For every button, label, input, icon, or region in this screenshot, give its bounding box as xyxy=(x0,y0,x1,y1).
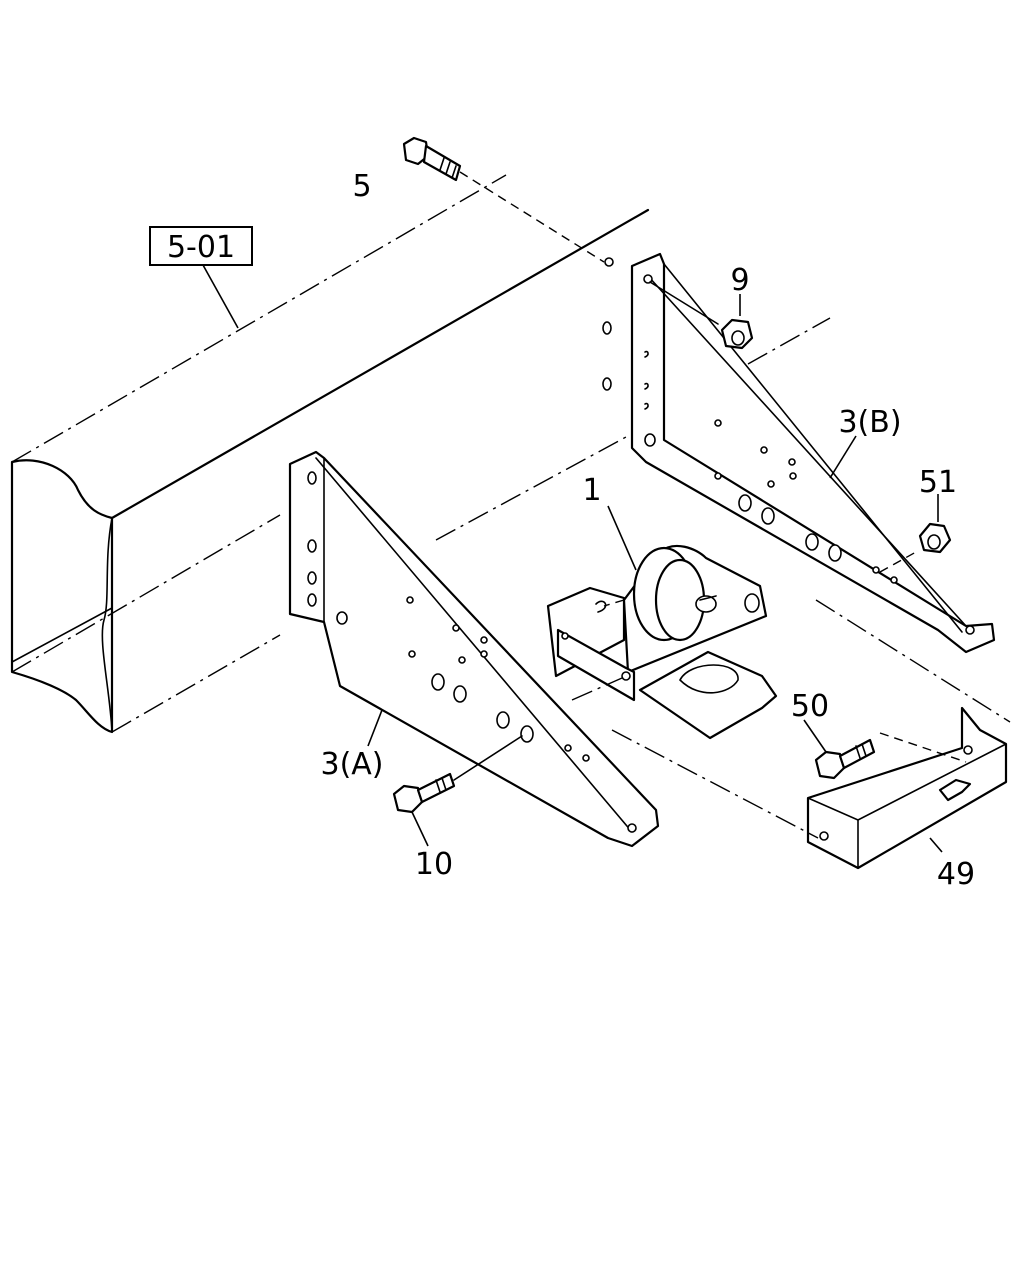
callout-leaders xyxy=(367,294,943,853)
center-line xyxy=(747,317,831,365)
reference-label: 5-01 xyxy=(167,230,235,265)
bolt-50 xyxy=(814,738,876,780)
center-line xyxy=(571,677,623,701)
callout-5: 5 xyxy=(352,169,371,204)
callout-51: 51 xyxy=(919,465,957,500)
callout-labels: 1 3(B) 3(A) 5 9 10 49 50 51 xyxy=(320,169,975,892)
frame-rail xyxy=(10,174,650,734)
bracket-3b xyxy=(602,252,996,654)
callout-1: 1 xyxy=(582,473,601,508)
callout-9: 9 xyxy=(730,263,749,298)
callout-50: 50 xyxy=(791,689,829,724)
callout-3b: 3(B) xyxy=(838,405,901,440)
pulley-bracket-1 xyxy=(546,544,778,740)
bracket-3a xyxy=(288,450,660,848)
bolt-10 xyxy=(392,735,523,814)
callout-49: 49 xyxy=(937,857,975,892)
bolt-5 xyxy=(402,136,605,263)
callout-3a: 3(A) xyxy=(320,747,383,782)
reference-box: 5-01 xyxy=(149,226,253,329)
support-49 xyxy=(611,599,1011,870)
callout-10: 10 xyxy=(415,847,453,882)
nut-51 xyxy=(879,522,952,573)
nut-9 xyxy=(649,281,754,350)
